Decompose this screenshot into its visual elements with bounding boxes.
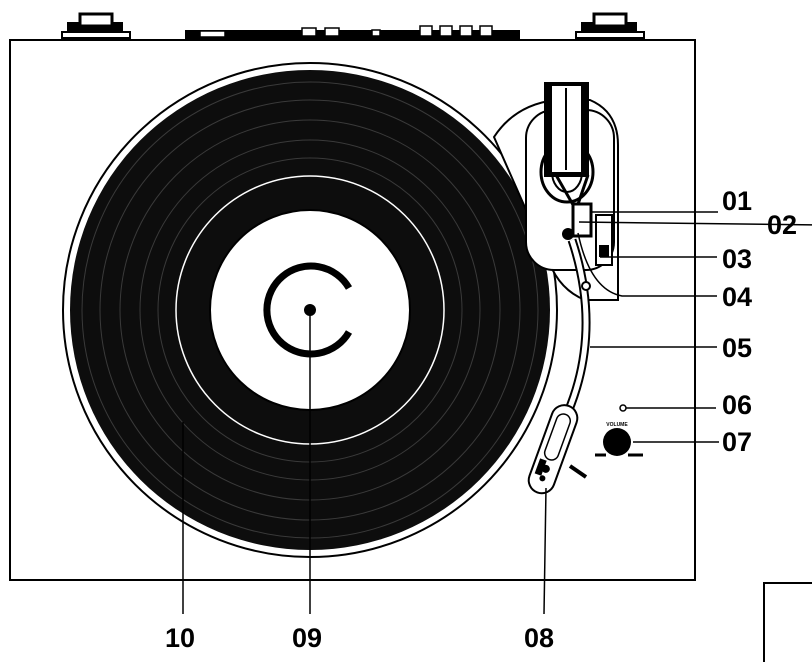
adjacent-panel-frame: [763, 582, 812, 662]
callout-08: 08: [524, 623, 554, 653]
headshell-cartridge: [527, 404, 579, 495]
leader-lines: [182, 211, 812, 615]
finger-lift: [568, 464, 588, 479]
tonearm-rest: [581, 281, 591, 291]
callout-03: 03: [722, 244, 752, 274]
callout-10: 10: [165, 623, 195, 653]
left-hinge: [61, 12, 131, 52]
spindle: [304, 304, 316, 316]
callout-07: 07: [722, 427, 752, 457]
tonearm-pivot-bolt: [562, 228, 574, 240]
callout-04: 04: [722, 282, 752, 312]
callout-01: 01: [722, 186, 752, 216]
callout-02: 02: [767, 210, 797, 240]
callout-06: 06: [722, 390, 752, 420]
label-logo-c: [263, 262, 353, 358]
anti-skate-dial: [571, 202, 593, 238]
volume-knob-caption: VOLUME: [606, 422, 628, 428]
power-led: [619, 404, 627, 412]
callout-09: 09: [292, 623, 322, 653]
counterweight: [544, 82, 589, 177]
callout-05: 05: [722, 333, 752, 363]
volume-knob[interactable]: [603, 428, 631, 456]
rear-panel-jacks: [199, 25, 493, 38]
